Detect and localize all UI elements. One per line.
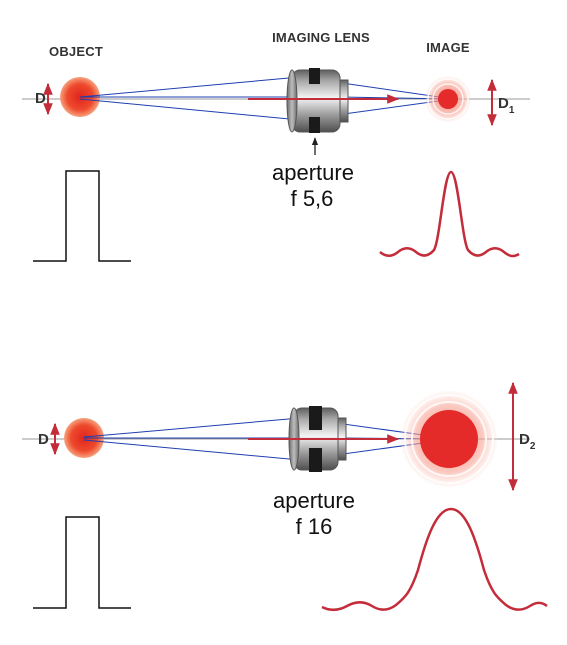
imaging-lens-header: IMAGING LENS: [272, 30, 370, 45]
image-spot: [401, 391, 497, 487]
aperture-blade-bottom: [309, 448, 322, 472]
panel-f5-6: D D1 aperture: [22, 68, 530, 262]
image-profile: [379, 170, 520, 258]
image-spot: [425, 76, 471, 122]
imaging-lens: [286, 68, 349, 133]
image-profile: [321, 507, 548, 612]
image-size-label: D2: [519, 431, 536, 452]
object-profile: [33, 516, 131, 609]
aperture-blade-top: [309, 68, 320, 84]
aperture-blade-top: [309, 406, 322, 430]
f-number-label: f 16: [296, 514, 333, 539]
panel-f16: D D2 aperture f 16: [22, 381, 548, 612]
object-size-label: D: [38, 431, 49, 448]
aperture-blade-bottom: [309, 117, 320, 133]
object-header: OBJECT: [49, 44, 103, 59]
aperture-label: aperture: [273, 488, 355, 513]
object-profile: [33, 170, 131, 262]
image-header: IMAGE: [426, 40, 470, 55]
aperture-label: aperture: [272, 160, 354, 185]
image-size-label: D1: [498, 95, 515, 116]
f-number-label: f 5,6: [291, 186, 334, 211]
object-size-label: D: [35, 90, 46, 107]
